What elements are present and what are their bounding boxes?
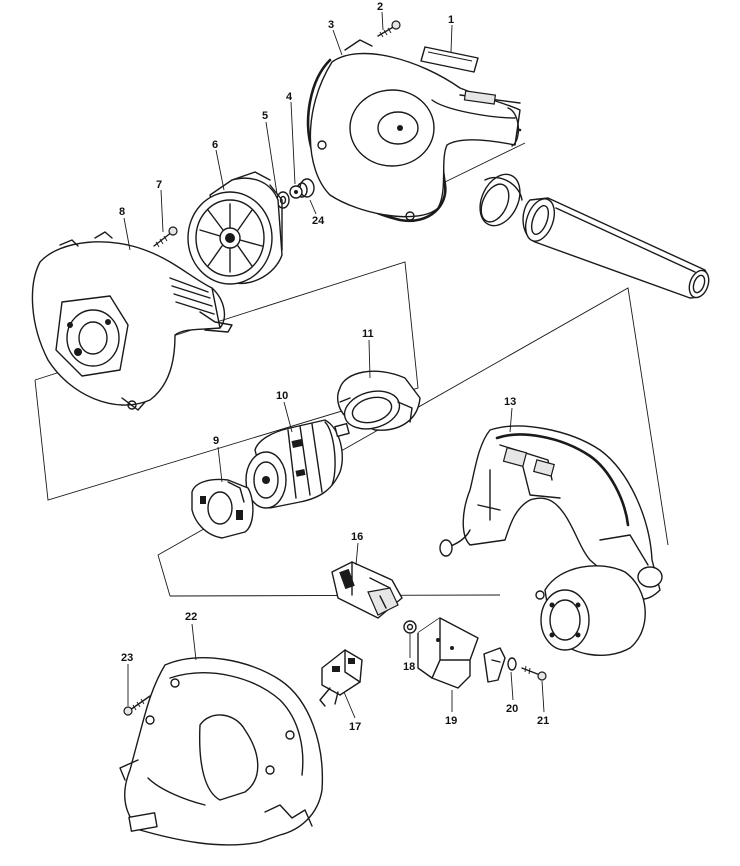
part-ring-collar — [479, 173, 523, 227]
label-11: 11 — [362, 328, 374, 340]
part-number-labels: 1 2 3 4 5 6 7 8 9 10 11 13 16 17 18 19 2… — [119, 1, 549, 733]
part-19-bracket-plate — [417, 617, 479, 689]
part-20-clip — [483, 647, 517, 683]
part-nozzle-tube — [522, 197, 710, 299]
part-8-housing-left — [31, 231, 233, 411]
label-20: 20 — [506, 703, 518, 715]
label-13: 13 — [504, 396, 516, 408]
leader-lines — [123, 11, 545, 719]
label-23: 23 — [121, 652, 133, 664]
part-10-motor — [245, 419, 350, 509]
part-23-screw — [123, 695, 151, 716]
label-6: 6 — [212, 139, 218, 151]
label-10: 10 — [276, 390, 288, 402]
label-5: 5 — [262, 110, 268, 122]
label-7: 7 — [156, 179, 162, 191]
part-13-handle-housing — [439, 425, 663, 656]
label-3: 3 — [328, 19, 334, 31]
part-21-screw — [521, 665, 547, 681]
label-18: 18 — [403, 661, 415, 673]
label-19: 19 — [445, 715, 457, 727]
part-2-screw — [377, 20, 401, 38]
label-2: 2 — [377, 1, 383, 13]
label-24: 24 — [312, 215, 325, 227]
label-21: 21 — [537, 715, 549, 727]
part-11-ring-holder — [337, 370, 421, 431]
part-1-label-plate — [420, 46, 479, 73]
part-17-terminal — [319, 649, 363, 707]
part-18-nut — [403, 620, 417, 634]
label-16: 16 — [351, 531, 363, 543]
label-4: 4 — [286, 91, 293, 103]
part-22-handle-housing-left — [119, 657, 324, 846]
part-9-bracket — [191, 478, 254, 539]
label-9: 9 — [213, 435, 219, 447]
label-8: 8 — [119, 206, 125, 218]
part-4-washer — [289, 185, 303, 199]
label-1: 1 — [448, 14, 454, 26]
part-3-housing-right — [306, 39, 522, 223]
label-17: 17 — [349, 721, 361, 733]
group-outline-top — [444, 142, 526, 183]
part-7-screw — [153, 226, 178, 248]
group-outline-left — [34, 261, 419, 501]
part-6-fan — [187, 171, 283, 285]
label-22: 22 — [185, 611, 197, 623]
part-16-switch — [331, 561, 403, 619]
